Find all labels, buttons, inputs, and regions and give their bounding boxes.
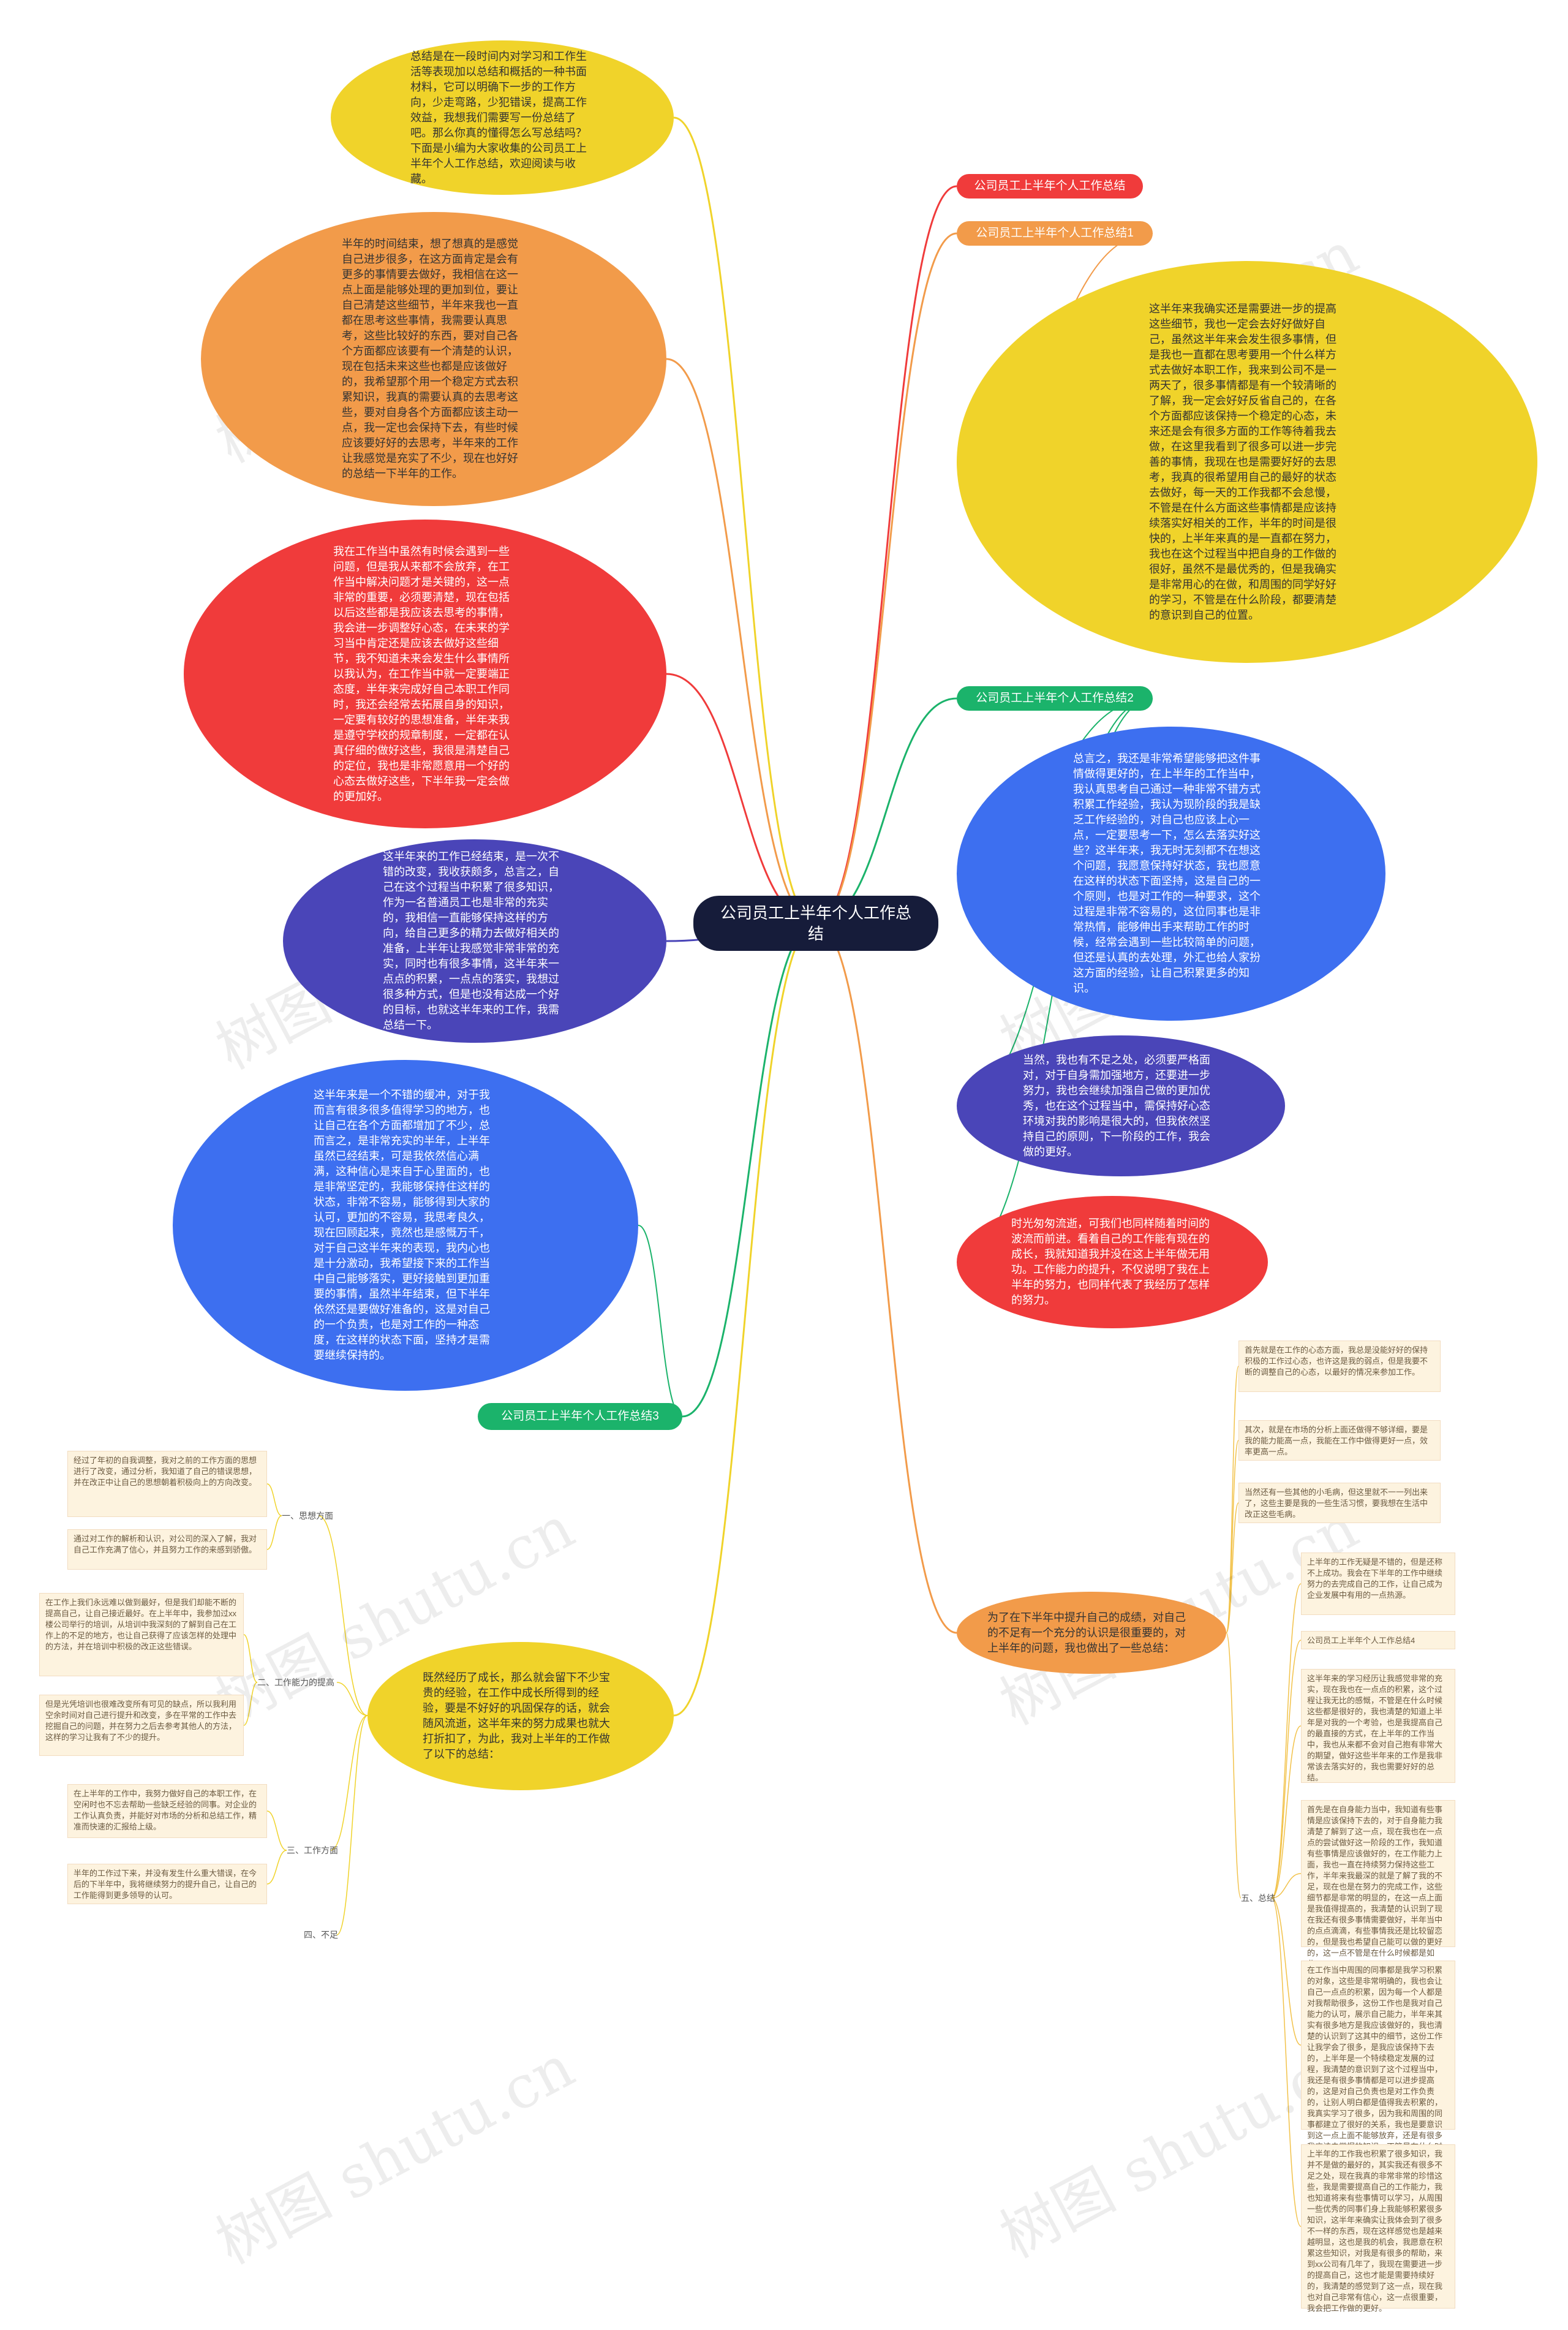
connector-line <box>666 358 816 925</box>
content-bubble[interactable]: 时光匆匆流逝，可我们也同样随着时间的波流而前进。看着自己的工作能有现在的成长，我… <box>957 1196 1268 1328</box>
connector-line <box>815 922 957 1634</box>
connector-line <box>266 1483 282 1516</box>
note-card[interactable]: 在工作上我们永远难以做到最好，但是我们却能不断的提高自己，让自己接近最好。在上半… <box>39 1593 244 1676</box>
bubble-text: 这半年来的工作已经结束，是一次不错的改变，我收获颇多，总言之，自己在这个过程当中… <box>383 850 559 1031</box>
branch-label-work: 三、工作方面 <box>287 1845 338 1855</box>
note-text: 在工作当中周围的同事都是我学习积累的对象，这些是非常明确的，我也会让自己一点点的… <box>1307 1965 1443 2162</box>
connector-line <box>266 1810 287 1851</box>
connector-line <box>1271 1725 1302 1899</box>
note-card[interactable]: 这半年来的学习经历让我感觉非常的充实，现在我也在一点点的积累，这个过程让我无比的… <box>1301 1669 1455 1783</box>
note-card[interactable]: 公司员工上半年个人工作总结4 <box>1301 1631 1455 1649</box>
bubble-text: 既然经历了成长，那么就会留下不少宝贵的经验，在工作中成长所得到的经验，要是不好好… <box>423 1671 610 1760</box>
note-text: 当然还有一些其他的小毛病，但这里就不一一列出来了，这些主要是我的一些生活习惯，要… <box>1245 1488 1428 1519</box>
connector-line <box>330 1715 368 1851</box>
connector-line <box>815 232 957 925</box>
note-text: 但是光凭培训也很难改变所有可见的缺点，所以我利用空余时间对自己进行提升和改变，多… <box>45 1700 237 1742</box>
note-card[interactable]: 其次，就是在市场的分析上面还做得不够详细，要是我的能力能高一点，我能在工作中做得… <box>1238 1420 1441 1461</box>
topic-pill[interactable]: 公司员工上半年个人工作总结2 <box>957 686 1153 711</box>
bubble-text: 总言之，我还是非常希望能够把这件事情做得更好的，在上半年的工作当中，我认真思考自… <box>1073 752 1261 994</box>
connector-line <box>1271 1640 1302 1899</box>
topic-pill[interactable]: 公司员工上半年个人工作总结1 <box>957 221 1153 246</box>
note-text: 在上半年的工作中，我努力做好自己的本职工作，在空闲时也不忘去帮助一些缺乏经验的同… <box>74 1789 257 1831</box>
note-card[interactable]: 经过了年初的自我调整，我对之前的工作方面的思想进行了改变，通过分析，我知道了自己… <box>67 1451 267 1517</box>
note-text: 其次，就是在市场的分析上面还做得不够详细，要是我的能力能高一点，我能在工作中做得… <box>1245 1425 1428 1456</box>
connector-line <box>682 922 816 1418</box>
content-bubble[interactable]: 总言之，我还是非常希望能够把这件事情做得更好的，在上半年的工作当中，我认真思考自… <box>957 727 1385 1021</box>
connector-line <box>266 1515 282 1550</box>
note-card[interactable]: 通过对工作的解析和认识，对公司的深入了解，我对自己工作充满了信心，并且努力工作的… <box>67 1529 267 1570</box>
note-card[interactable]: 上半年的工作无疑是不错的，但是还称不上成功。我会在下半年的工作中继续努力的去完成… <box>1301 1553 1455 1615</box>
connector-line <box>336 1682 368 1716</box>
content-bubble[interactable]: 这半年来是一个不错的缓冲，对于我而言有很多很多值得学习的地方，也让自己在各个方面… <box>173 1060 638 1391</box>
connector-line <box>1271 1897 1302 2046</box>
connector-line <box>1271 1897 1302 2227</box>
root-topic-label: 公司员工上半年个人工作总结 <box>720 904 911 943</box>
bubble-text: 总结是在一段时间内对学习和工作生活等表现加以总结和概括的一种书面材料，它可以明确… <box>410 50 587 185</box>
topic-pill[interactable]: 公司员工上半年个人工作总结3 <box>478 1403 682 1430</box>
content-bubble[interactable]: 半年的时间结束，想了想真的是感觉自己进步很多，在这方面肯定是会有更多的事情要去做… <box>201 212 666 506</box>
note-card[interactable]: 当然还有一些其他的小毛病，但这里就不一一列出来了，这些主要是我的一些生活习惯，要… <box>1238 1483 1441 1523</box>
connector-line <box>1226 1502 1239 1633</box>
connector-line <box>638 1225 683 1417</box>
content-bubble[interactable]: 这半年来我确实还是需要进一步的提高这些细节，我也一定会去好好做好自己，虽然这半年… <box>957 261 1537 663</box>
connector-line <box>318 1515 368 1716</box>
note-card[interactable]: 在上半年的工作中，我努力做好自己的本职工作，在空闲时也不忘去帮助一些缺乏经验的同… <box>67 1784 267 1838</box>
note-card[interactable]: 上半年的工作我也积累了很多知识，我并不是做的最好的，其实我还有很多不足之处，现在… <box>1301 2144 1455 2313</box>
note-text: 在工作上我们永远难以做到最好，但是我们却能不断的提高自己，让自己接近最好。在上半… <box>45 1598 237 1651</box>
connector-line <box>243 1634 258 1683</box>
content-bubble[interactable]: 为了在下半年中提升自己的成绩，对自己的不足有一个充分的认识是很重要的，对上半年的… <box>957 1592 1226 1674</box>
connector-line <box>673 116 816 925</box>
note-text: 上半年的工作无疑是不错的，但是还称不上成功。我会在下半年的工作中继续努力的去完成… <box>1307 1557 1443 1600</box>
bubble-text: 为了在下半年中提升自己的成绩，对自己的不足有一个充分的认识是很重要的，对上半年的… <box>987 1611 1186 1654</box>
topic-label: 公司员工上半年个人工作总结2 <box>976 692 1134 705</box>
connector-line <box>673 922 816 1717</box>
note-text: 首先是在自身能力当中，我知道有些事情是应该保持下去的，对于自身能力我清楚了解到了… <box>1307 1805 1443 1969</box>
branch-label-ability: 二、工作能力的提高 <box>257 1678 334 1687</box>
topic-label: 公司员工上半年个人工作总结3 <box>501 1410 659 1423</box>
note-card[interactable]: 在工作当中周围的同事都是我学习积累的对象，这些是非常明确的，我也会让自己一点点的… <box>1301 1961 1455 2162</box>
connector-line <box>666 673 816 925</box>
branch-label-thinking: 一、思想方面 <box>282 1511 333 1521</box>
connector-line <box>243 1682 258 1726</box>
content-bubble[interactable]: 这半年来的工作已经结束，是一次不错的改变，我收获颇多，总言之，自己在这个过程当中… <box>283 839 666 1043</box>
bubble-text: 我在工作当中虽然有时候会遇到一些问题，但是我从来都不会放弃，在工作当中解决问题才… <box>333 545 510 803</box>
note-text: 经过了年初的自我调整，我对之前的工作方面的思想进行了改变，通过分析，我知道了自己… <box>74 1456 257 1487</box>
bubble-text: 当然，我也有不足之处，必须要严格面对，对于自身需加强地方，还要进一步努力，我也会… <box>1023 1053 1210 1158</box>
connector-line <box>815 697 957 925</box>
bubble-text: 半年的时间结束，想了想真的是感觉自己进步很多，在这方面肯定是会有更多的事情要去做… <box>342 238 518 480</box>
content-bubble[interactable]: 总结是在一段时间内对学习和工作生活等表现加以总结和概括的一种书面材料，它可以明确… <box>331 40 674 195</box>
connector-line <box>336 1715 368 1935</box>
topic-pill[interactable]: 公司员工上半年个人工作总结 <box>957 174 1143 199</box>
topic-label: 公司员工上半年个人工作总结1 <box>976 227 1134 240</box>
content-bubble[interactable]: 既然经历了成长，那么就会留下不少宝贵的经验，在工作中成长所得到的经验，要是不好好… <box>368 1642 674 1790</box>
note-text: 上半年的工作我也积累了很多知识，我并不是做的最好的，其实我还有很多不足之处，现在… <box>1307 2149 1443 2313</box>
connector-line <box>266 1850 287 1885</box>
note-card[interactable]: 首先是在自身能力当中，我知道有些事情是应该保持下去的，对于自身能力我清楚了解到了… <box>1301 1800 1455 1969</box>
topic-label: 公司员工上半年个人工作总结 <box>974 180 1126 192</box>
bubble-text: 这半年来我确实还是需要进一步的提高这些细节，我也一定会去好好做好自己，虽然这半年… <box>1149 302 1336 621</box>
note-text: 通过对工作的解析和认识，对公司的深入了解，我对自己工作充满了信心，并且努力工作的… <box>74 1534 257 1554</box>
connector-line <box>1226 1366 1239 1633</box>
connector-line <box>1271 1873 1302 1899</box>
content-bubble[interactable]: 当然，我也有不足之处，必须要严格面对，对于自身需加强地方，还要进一步努力，我也会… <box>957 1035 1285 1176</box>
note-card[interactable]: 半年的工作过下来，并没有发生什么重大错误，在今后的下半年中，我将继续努力的提升自… <box>67 1864 267 1904</box>
note-text: 这半年来的学习经历让我感觉非常的充实，现在我也在一点点的积累，这个过程让我无比的… <box>1307 1674 1443 1782</box>
connector-line <box>1226 1632 1242 1899</box>
branch-label-shortcomings: 四、不足 <box>304 1930 338 1940</box>
note-card[interactable]: 但是光凭培训也很难改变所有可见的缺点，所以我利用空余时间对自己进行提升和改变，多… <box>39 1695 244 1756</box>
note-card[interactable]: 首先就是在工作的心态方面，我总是没能好好的保持积极的工作过心态，也许这是我的弱点… <box>1238 1341 1441 1392</box>
note-text: 首先就是在工作的心态方面，我总是没能好好的保持积极的工作过心态，也许这是我的弱点… <box>1245 1345 1428 1377</box>
bubble-text: 时光匆匆流逝，可我们也同样随着时间的波流而前进。看着自己的工作能有现在的成长，我… <box>1011 1217 1210 1306</box>
note-text: 半年的工作过下来，并没有发生什么重大错误，在今后的下半年中，我将继续努力的提升自… <box>74 1869 257 1900</box>
branch-label-summary: 五、总结 <box>1241 1893 1275 1903</box>
connector-line <box>1271 1583 1302 1899</box>
root-topic[interactable]: 公司员工上半年个人工作总结 <box>693 896 938 951</box>
note-text: 公司员工上半年个人工作总结4 <box>1307 1636 1415 1645</box>
connector-line <box>1226 1440 1239 1633</box>
content-bubble[interactable]: 我在工作当中虽然有时候会遇到一些问题，但是我从来都不会放弃，在工作当中解决问题才… <box>184 520 666 828</box>
bubble-text: 这半年来是一个不错的缓冲，对于我而言有很多很多值得学习的地方，也让自己在各个方面… <box>314 1089 490 1361</box>
